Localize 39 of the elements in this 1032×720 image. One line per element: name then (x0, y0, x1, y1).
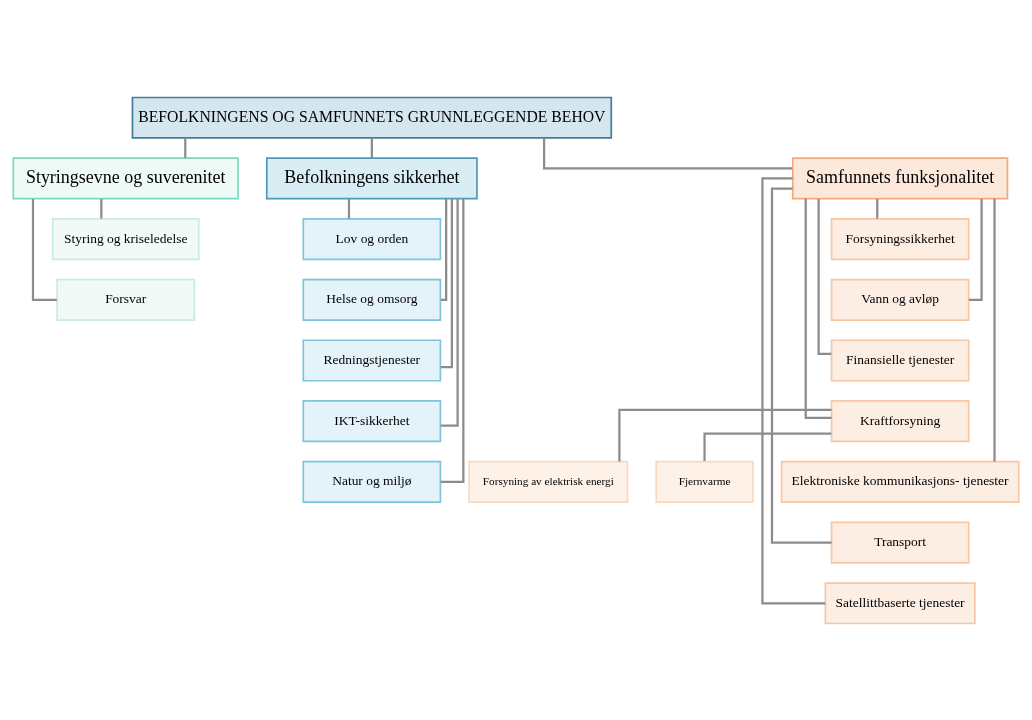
connector (100, 198, 103, 219)
node-box: Forsyningssikkerhet (830, 217, 970, 260)
node-box: Styring og kriseledelse (51, 217, 200, 260)
node-box: Satellittbaserte tjenester (824, 581, 976, 624)
node-box: Natur og miljø (302, 460, 442, 503)
connector (968, 198, 983, 301)
connector (804, 198, 832, 419)
connector (440, 198, 448, 301)
connector (761, 176, 826, 604)
connector (440, 198, 453, 368)
node-box: Kraftforsyning (830, 399, 970, 442)
connector (347, 198, 351, 219)
node-box: Helse og omsorg (302, 278, 442, 321)
node-box: Vann og avløp (830, 278, 970, 321)
connector (31, 198, 57, 301)
connector (184, 137, 187, 158)
node-box: Redningstjenester (302, 338, 442, 382)
node-box: Styringsevne og suverenitet (12, 156, 239, 199)
connector (703, 431, 832, 461)
connector (542, 137, 793, 169)
connector (876, 198, 879, 219)
connector (440, 198, 459, 427)
node-box: Forsyning av elektrisk energi (468, 460, 629, 503)
connector (770, 186, 832, 544)
connector (440, 198, 465, 483)
node-box: Forsvar (56, 278, 196, 321)
connector (817, 198, 832, 355)
node-box: Fjernvarme (655, 460, 754, 503)
connector (993, 198, 996, 462)
node-box: Finansielle tjenester (830, 338, 970, 382)
connector (618, 408, 832, 461)
node-box: BEFOLKNINGENS OG SAMFUNNETS GRUNNLEGGENDE BEHOV (131, 96, 613, 139)
connector (370, 137, 373, 158)
node-box: Samfunnets funksjonalitet (791, 156, 1009, 199)
node-box: Transport (830, 521, 970, 564)
node-box: Befolkningens sikkerhet (265, 156, 478, 199)
node-box: Elektroniske kommunikasjons- tjenester (780, 460, 1020, 503)
node-box: Lov og orden (302, 217, 442, 260)
node-box: IKT-sikkerhet (302, 399, 442, 442)
